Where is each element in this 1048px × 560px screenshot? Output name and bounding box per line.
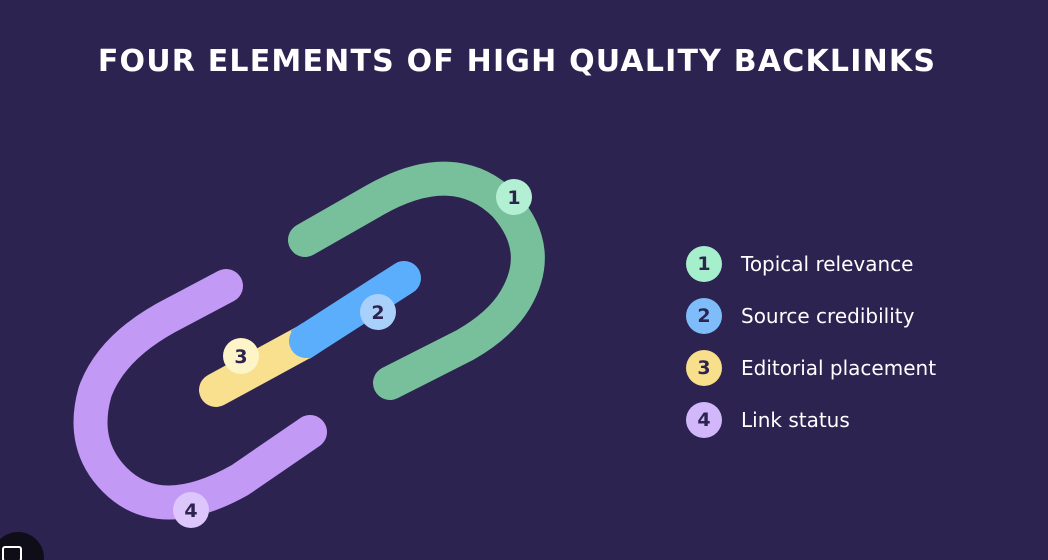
- yellow-bar-shape: [199, 324, 323, 407]
- badge-4: 4: [173, 492, 209, 528]
- badge-4-circle: [173, 492, 209, 528]
- legend-item-source-credibility: 2 Source credibility: [686, 298, 936, 334]
- badge-3-circle: [223, 338, 259, 374]
- legend-label: Source credibility: [741, 304, 915, 328]
- page-title: FOUR ELEMENTS OF HIGH QUALITY BACKLINKS: [97, 44, 937, 79]
- legend-item-link-status: 4 Link status: [686, 402, 936, 438]
- badge-1-circle: [496, 179, 532, 215]
- number-2-badge-icon: 2: [686, 298, 722, 334]
- badge-1: 1: [496, 179, 532, 215]
- legend-item-topical-relevance: 1 Topical relevance: [686, 246, 936, 282]
- bar-joint-shape: [290, 322, 322, 360]
- legend-label: Topical relevance: [741, 252, 914, 276]
- number-1-badge-icon: 1: [686, 246, 722, 282]
- badge-4-number: 4: [184, 500, 197, 522]
- number-3-badge-icon: 3: [686, 350, 722, 386]
- number-4-badge-icon: 4: [686, 402, 722, 438]
- legend-list: 1 Topical relevance 2 Source credibility…: [686, 246, 936, 454]
- badge-2-number: 2: [371, 302, 384, 324]
- badge-1-number: 1: [507, 187, 520, 209]
- badge-3: 3: [223, 338, 259, 374]
- badge-3-number: 3: [234, 346, 247, 368]
- badge-2: 2: [360, 294, 396, 330]
- badge-2-circle: [360, 294, 396, 330]
- blue-bar-shape: [289, 261, 421, 358]
- camera-icon: [2, 546, 22, 560]
- legend-label: Editorial placement: [741, 356, 937, 380]
- legend-item-editorial-placement: 3 Editorial placement: [686, 350, 936, 386]
- green-link-shape: [288, 161, 545, 400]
- legend-label: Link status: [741, 408, 850, 432]
